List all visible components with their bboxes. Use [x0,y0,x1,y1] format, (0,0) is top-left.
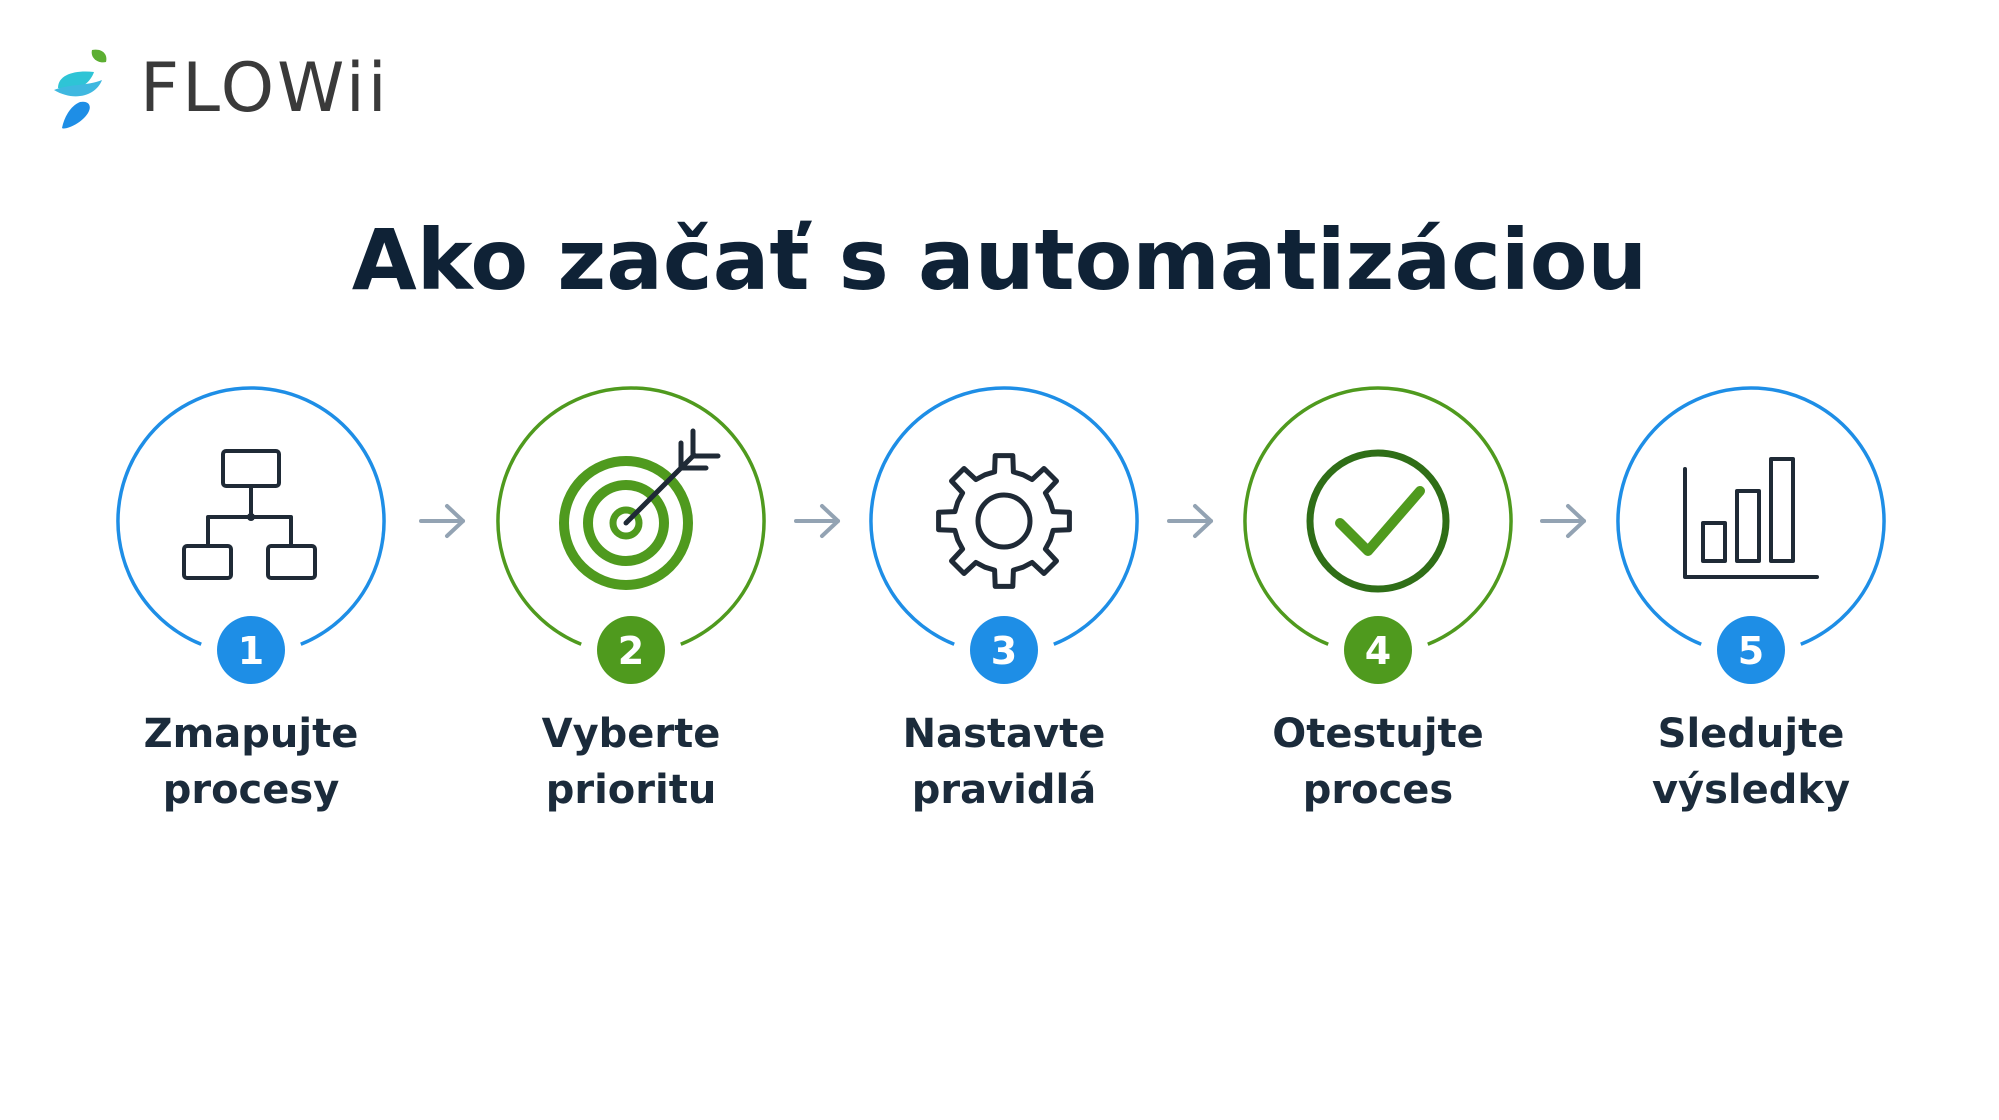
step-label-line: procesy [162,767,340,813]
step-ring [496,386,766,646]
step-label-4: Otestujte proces [1218,706,1538,818]
flowchart-icon [182,449,317,580]
check-circle-icon [1306,449,1450,593]
step-4: 4 [1243,386,1513,684]
target-icon [559,428,721,590]
step-number: 4 [1365,629,1391,673]
step-number: 3 [991,629,1017,673]
step-5: 5 [1616,386,1886,684]
step-2: 2 [496,386,766,684]
step-label-line: Sledujte [1657,711,1845,757]
step-1: 1 [116,386,386,684]
step-label-line: Otestujte [1272,711,1484,757]
step-label-line: proces [1302,767,1454,813]
step-label-line: Vyberte [541,711,721,757]
step-ring [1616,386,1886,646]
arrow-right-icon [419,504,465,538]
step-label-1: Zmapujte procesy [91,706,411,818]
step-number-badge [970,616,1038,684]
step-label-3: Nastavte pravidlá [844,706,1164,818]
step-ring [1243,386,1513,646]
step-label-2: Vyberte prioritu [471,706,791,818]
page-title: Ako začať s automatizáciou [351,211,1648,309]
arrow-right-icon [1540,504,1586,538]
step-ring [116,386,386,646]
step-label-line: pravidlá [911,767,1097,813]
bar-chart-icon [1683,457,1819,579]
step-3: 3 [869,386,1139,684]
step-label-line: výsledky [1651,767,1851,813]
step-number-badge [1717,616,1785,684]
arrow-right-icon [1167,504,1213,538]
step-ring [869,386,1139,646]
step-label-line: Zmapujte [143,711,359,757]
step-number: 2 [618,629,644,673]
step-number: 5 [1738,629,1764,673]
step-number-badge [1344,616,1412,684]
step-number: 1 [238,629,264,673]
step-label-line: Nastavte [902,711,1106,757]
arrow-right-icon [794,504,840,538]
brand-logo: FLOWii [50,44,390,134]
brand-name: FLOWii [140,49,390,128]
step-number-badge [217,616,285,684]
flowii-logo-mark [54,49,107,129]
step-label-5: Sledujte výsledky [1591,706,1911,818]
gear-icon [936,453,1072,589]
step-number-badge [597,616,665,684]
step-label-line: prioritu [545,767,717,813]
